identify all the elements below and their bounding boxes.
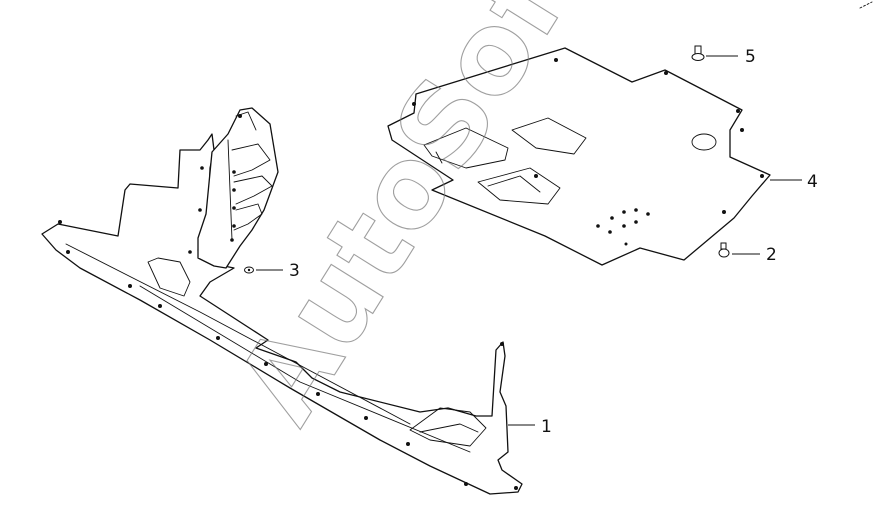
fastener-2-icon[interactable] [718, 242, 730, 258]
engine-undershield-plate[interactable] [387, 47, 771, 266]
callout-4: 4 [807, 172, 818, 192]
corner-mark-icon [859, 1, 873, 9]
left-splash-shield[interactable] [188, 107, 279, 269]
callout-3: 3 [289, 261, 300, 281]
fastener-3-icon[interactable] [244, 266, 254, 274]
front-bumper-lower-cover[interactable] [41, 133, 523, 495]
drain-access-hole [691, 133, 717, 151]
callout-1: 1 [541, 417, 552, 437]
callout-5: 5 [745, 47, 756, 67]
callout-2: 2 [766, 245, 777, 265]
fastener-5-icon[interactable] [691, 45, 705, 61]
